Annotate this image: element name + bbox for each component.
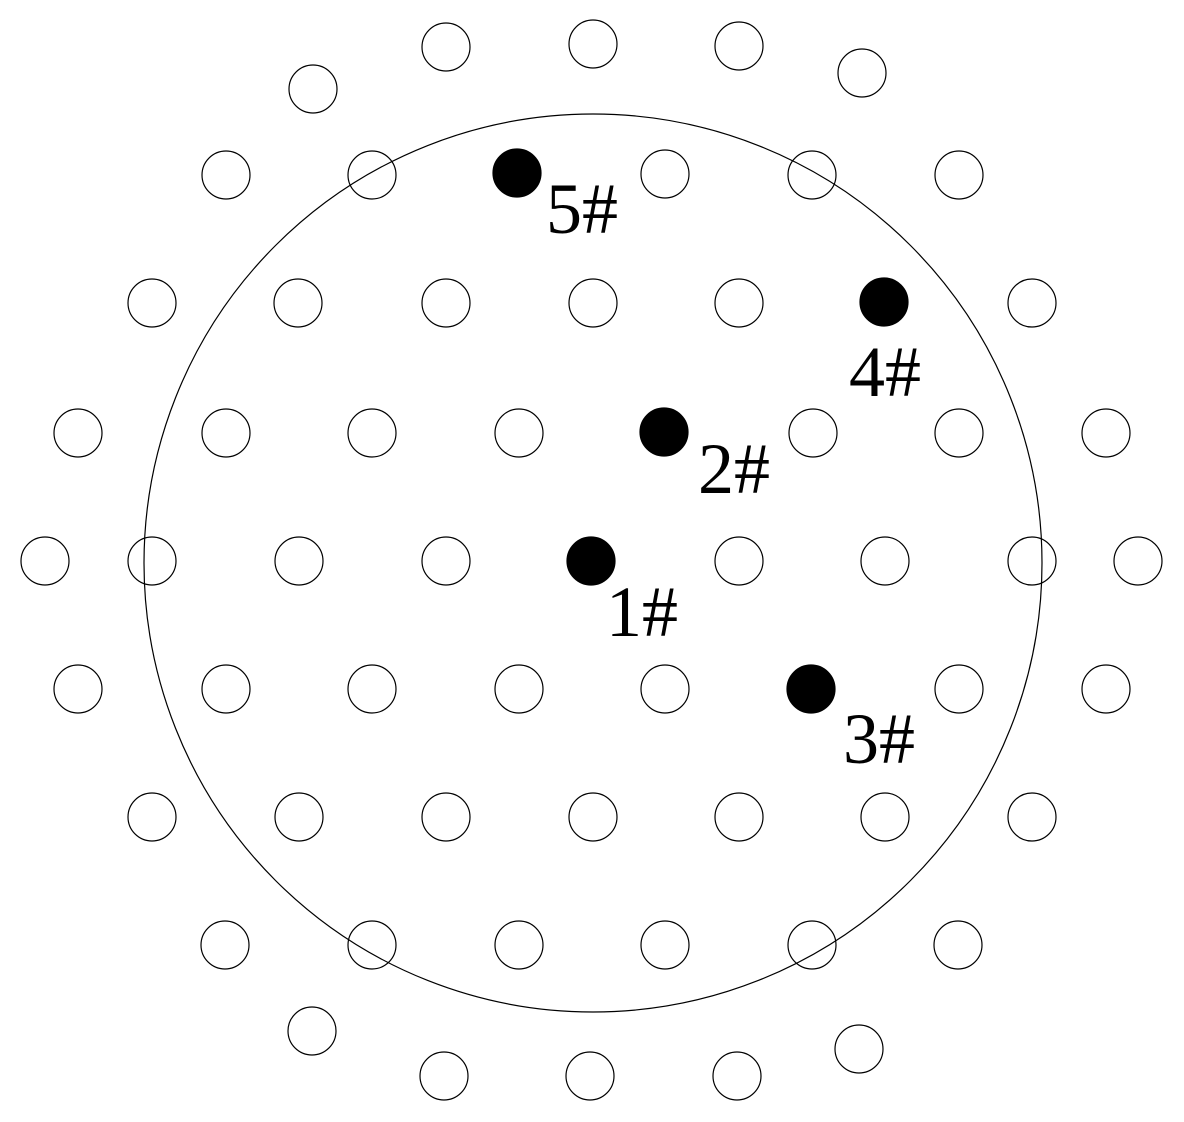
hole-38 <box>1081 664 1131 714</box>
hole-43 <box>714 792 764 842</box>
hole-10 <box>934 150 984 200</box>
hole-1 <box>421 22 471 72</box>
hole-28 <box>714 536 764 586</box>
hole-47 <box>347 920 397 970</box>
hole-45 <box>1007 792 1057 842</box>
hole-23 <box>1081 408 1131 458</box>
hole-14 <box>568 278 618 328</box>
hole-24 <box>20 536 70 586</box>
hole-4 <box>837 48 887 98</box>
hole-6 <box>201 150 251 200</box>
hole-19 <box>347 408 397 458</box>
hole-12 <box>273 278 323 328</box>
marked-labels: 5# 4# 2# 1# 3# <box>546 169 921 779</box>
hole-56 <box>712 1051 762 1101</box>
hole-2 <box>568 19 618 69</box>
hole-42 <box>568 792 618 842</box>
hole-3 <box>714 21 764 71</box>
hole-grid <box>20 19 1163 1101</box>
hole-7 <box>347 150 397 200</box>
hole-51 <box>933 920 983 970</box>
label-4: 4# <box>849 332 921 412</box>
marked-points <box>492 148 909 714</box>
hole-37 <box>934 664 984 714</box>
hole-27 <box>421 536 471 586</box>
label-2: 2# <box>698 429 770 509</box>
hole-53 <box>834 1024 884 1074</box>
hole-55 <box>565 1051 615 1101</box>
hole-29 <box>860 536 910 586</box>
hole-26 <box>274 536 324 586</box>
hole-20 <box>494 408 544 458</box>
hole-34 <box>347 664 397 714</box>
hole-49 <box>640 920 690 970</box>
hole-33 <box>201 664 251 714</box>
hole-46 <box>200 920 250 970</box>
hole-32 <box>53 664 103 714</box>
hole-22 <box>934 408 984 458</box>
hole-52 <box>287 1006 337 1056</box>
hole-25 <box>127 536 177 586</box>
hole-16 <box>1007 278 1057 328</box>
label-3: 3# <box>843 699 915 779</box>
hole-36 <box>640 664 690 714</box>
hole-11 <box>127 278 177 328</box>
marked-point-4 <box>859 277 909 327</box>
hole-48 <box>494 920 544 970</box>
boundary-circle <box>143 113 1043 1013</box>
hole-18 <box>201 408 251 458</box>
hole-30 <box>1007 536 1057 586</box>
hole-5 <box>288 64 338 114</box>
hole-15 <box>714 278 764 328</box>
hole-9 <box>787 150 837 200</box>
label-1: 1# <box>606 572 678 652</box>
hole-35 <box>494 664 544 714</box>
hole-8 <box>640 149 690 199</box>
hole-50 <box>787 920 837 970</box>
marked-point-2 <box>639 407 689 457</box>
hole-13 <box>421 278 471 328</box>
marked-point-1 <box>566 536 616 586</box>
hole-17 <box>53 408 103 458</box>
hole-41 <box>421 792 471 842</box>
hole-39 <box>127 792 177 842</box>
marked-point-5 <box>492 148 542 198</box>
hole-54 <box>419 1051 469 1101</box>
hole-31 <box>1113 536 1163 586</box>
marked-point-3 <box>786 664 836 714</box>
hole-21 <box>788 408 838 458</box>
label-5: 5# <box>546 169 618 249</box>
hole-40 <box>274 792 324 842</box>
hole-44 <box>860 792 910 842</box>
